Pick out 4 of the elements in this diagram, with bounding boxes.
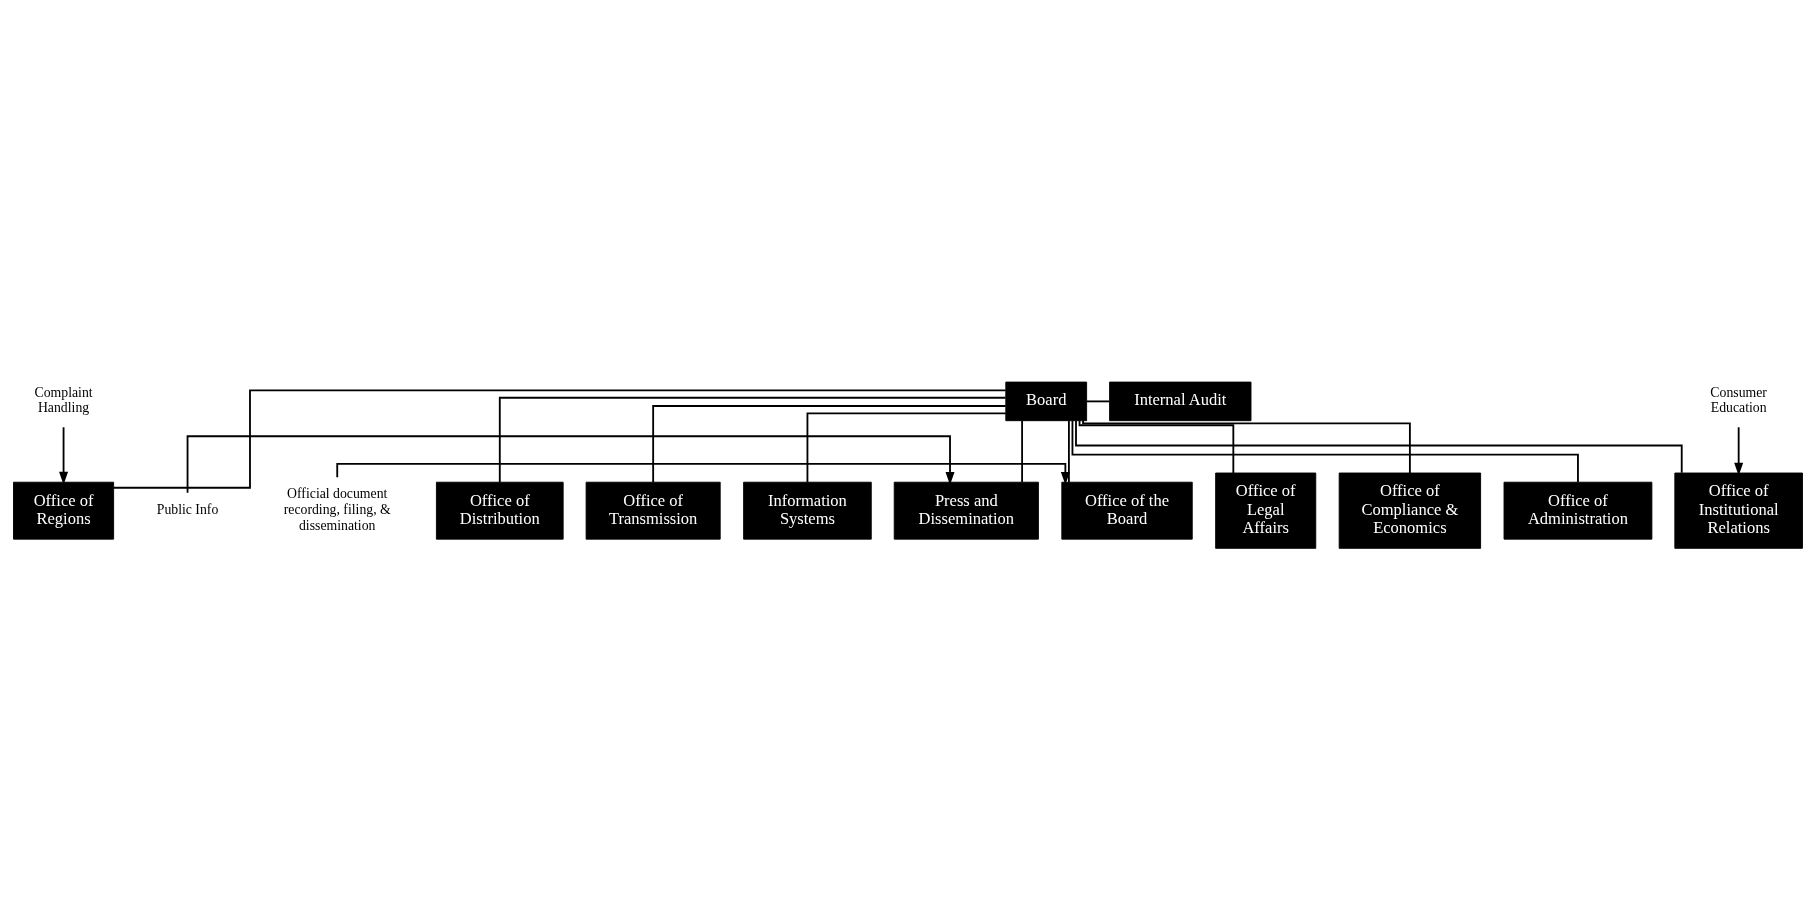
node-text: Official document recording, filing, & dissemination (283, 485, 391, 532)
node-text: Consumer Education (1710, 384, 1767, 415)
node-text: Complaint Handling (34, 384, 93, 415)
node-text: Public Info (156, 501, 219, 517)
